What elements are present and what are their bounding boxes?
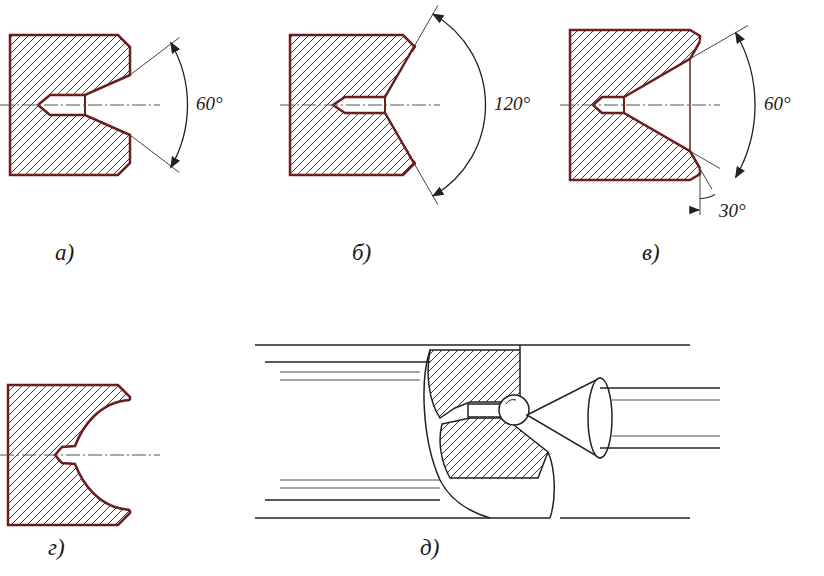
center-hole-b	[280, 5, 486, 204]
view-letter: в)	[642, 240, 660, 265]
center-hole-d	[0, 385, 160, 525]
angle-dimension: 60°	[196, 94, 223, 115]
center-hole-a	[0, 35, 187, 175]
center-hole-c	[560, 26, 755, 216]
view-letter: г)	[48, 535, 65, 560]
angle-dimension: 60°	[764, 94, 791, 115]
view-letter: б)	[352, 240, 371, 265]
angle-dimension: 120°	[494, 94, 530, 115]
pipe-plug-illustration	[255, 345, 720, 518]
angle-dimension: 30°	[719, 201, 746, 222]
view-letter: а)	[55, 240, 74, 265]
view-letter: д)	[420, 535, 439, 560]
